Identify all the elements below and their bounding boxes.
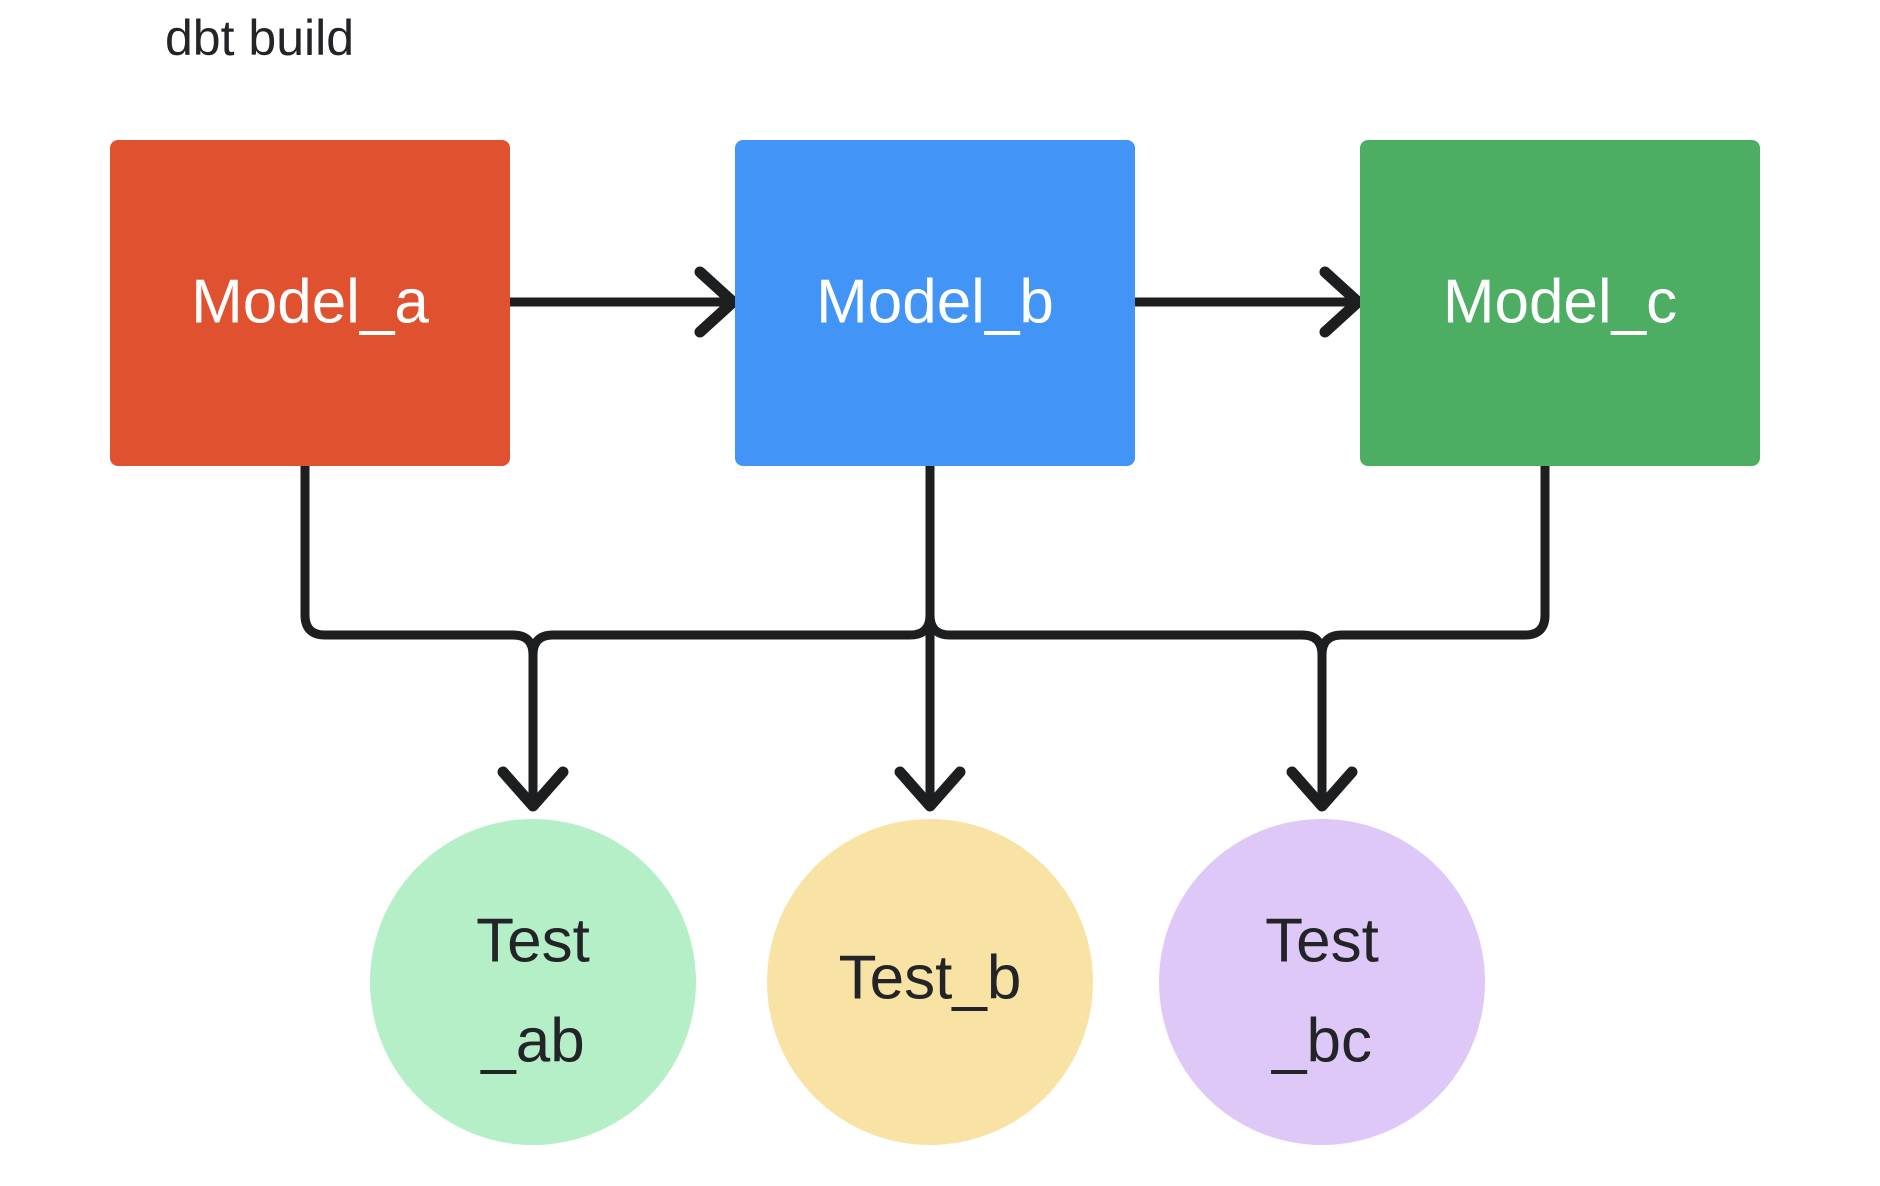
node-test-bc-shape[interactable] xyxy=(1159,819,1485,1145)
node-test-bc[interactable]: Test _bc xyxy=(1159,819,1485,1145)
node-model-a-shape[interactable] xyxy=(110,140,510,466)
edge-model-a-to-test-ab xyxy=(300,466,569,812)
test-node-group: Test _ab Test_b Test _bc xyxy=(370,819,1485,1145)
node-test-b[interactable]: Test_b xyxy=(767,819,1093,1145)
node-model-c-shape[interactable] xyxy=(1360,140,1760,466)
node-test-ab[interactable]: Test _ab xyxy=(370,819,696,1145)
arrow-head-icon xyxy=(1286,766,1358,812)
node-test-ab-shape[interactable] xyxy=(370,819,696,1145)
node-test-bc-label-line1: Test xyxy=(1265,906,1379,975)
arrow-head-icon xyxy=(497,766,569,812)
edge-layer xyxy=(300,266,1550,812)
node-model-c-label: Model_c xyxy=(1443,267,1677,336)
edge-model-b-to-test-ab xyxy=(528,466,935,656)
edge-model-c-to-test-bc xyxy=(1286,466,1550,812)
node-test-bc-label-line2: _bc xyxy=(1271,1006,1372,1075)
node-model-b-shape[interactable] xyxy=(735,140,1135,466)
arrow-head-icon xyxy=(894,766,966,812)
node-model-b-label: Model_b xyxy=(816,267,1054,336)
edge-model-a-to-model-b xyxy=(510,266,739,338)
arrow-head-icon xyxy=(1319,266,1364,338)
page-title: dbt build xyxy=(165,10,354,66)
arrow-head-icon xyxy=(694,266,739,338)
node-test-b-shape[interactable] xyxy=(767,819,1093,1145)
node-model-c[interactable]: Model_c xyxy=(1360,140,1760,466)
node-model-b[interactable]: Model_b xyxy=(735,140,1135,466)
node-test-ab-label-line1: Test xyxy=(476,906,590,975)
edge-model-b-to-test-bc xyxy=(925,466,1327,656)
node-model-a[interactable]: Model_a xyxy=(110,140,510,466)
node-test-ab-label-line2: _ab xyxy=(480,1006,584,1075)
model-node-group: Model_a Model_b Model_c xyxy=(110,140,1760,466)
node-model-a-label: Model_a xyxy=(191,267,429,336)
edge-model-b-to-model-c xyxy=(1135,266,1364,338)
node-test-b-label-line1: Test_b xyxy=(839,943,1022,1012)
